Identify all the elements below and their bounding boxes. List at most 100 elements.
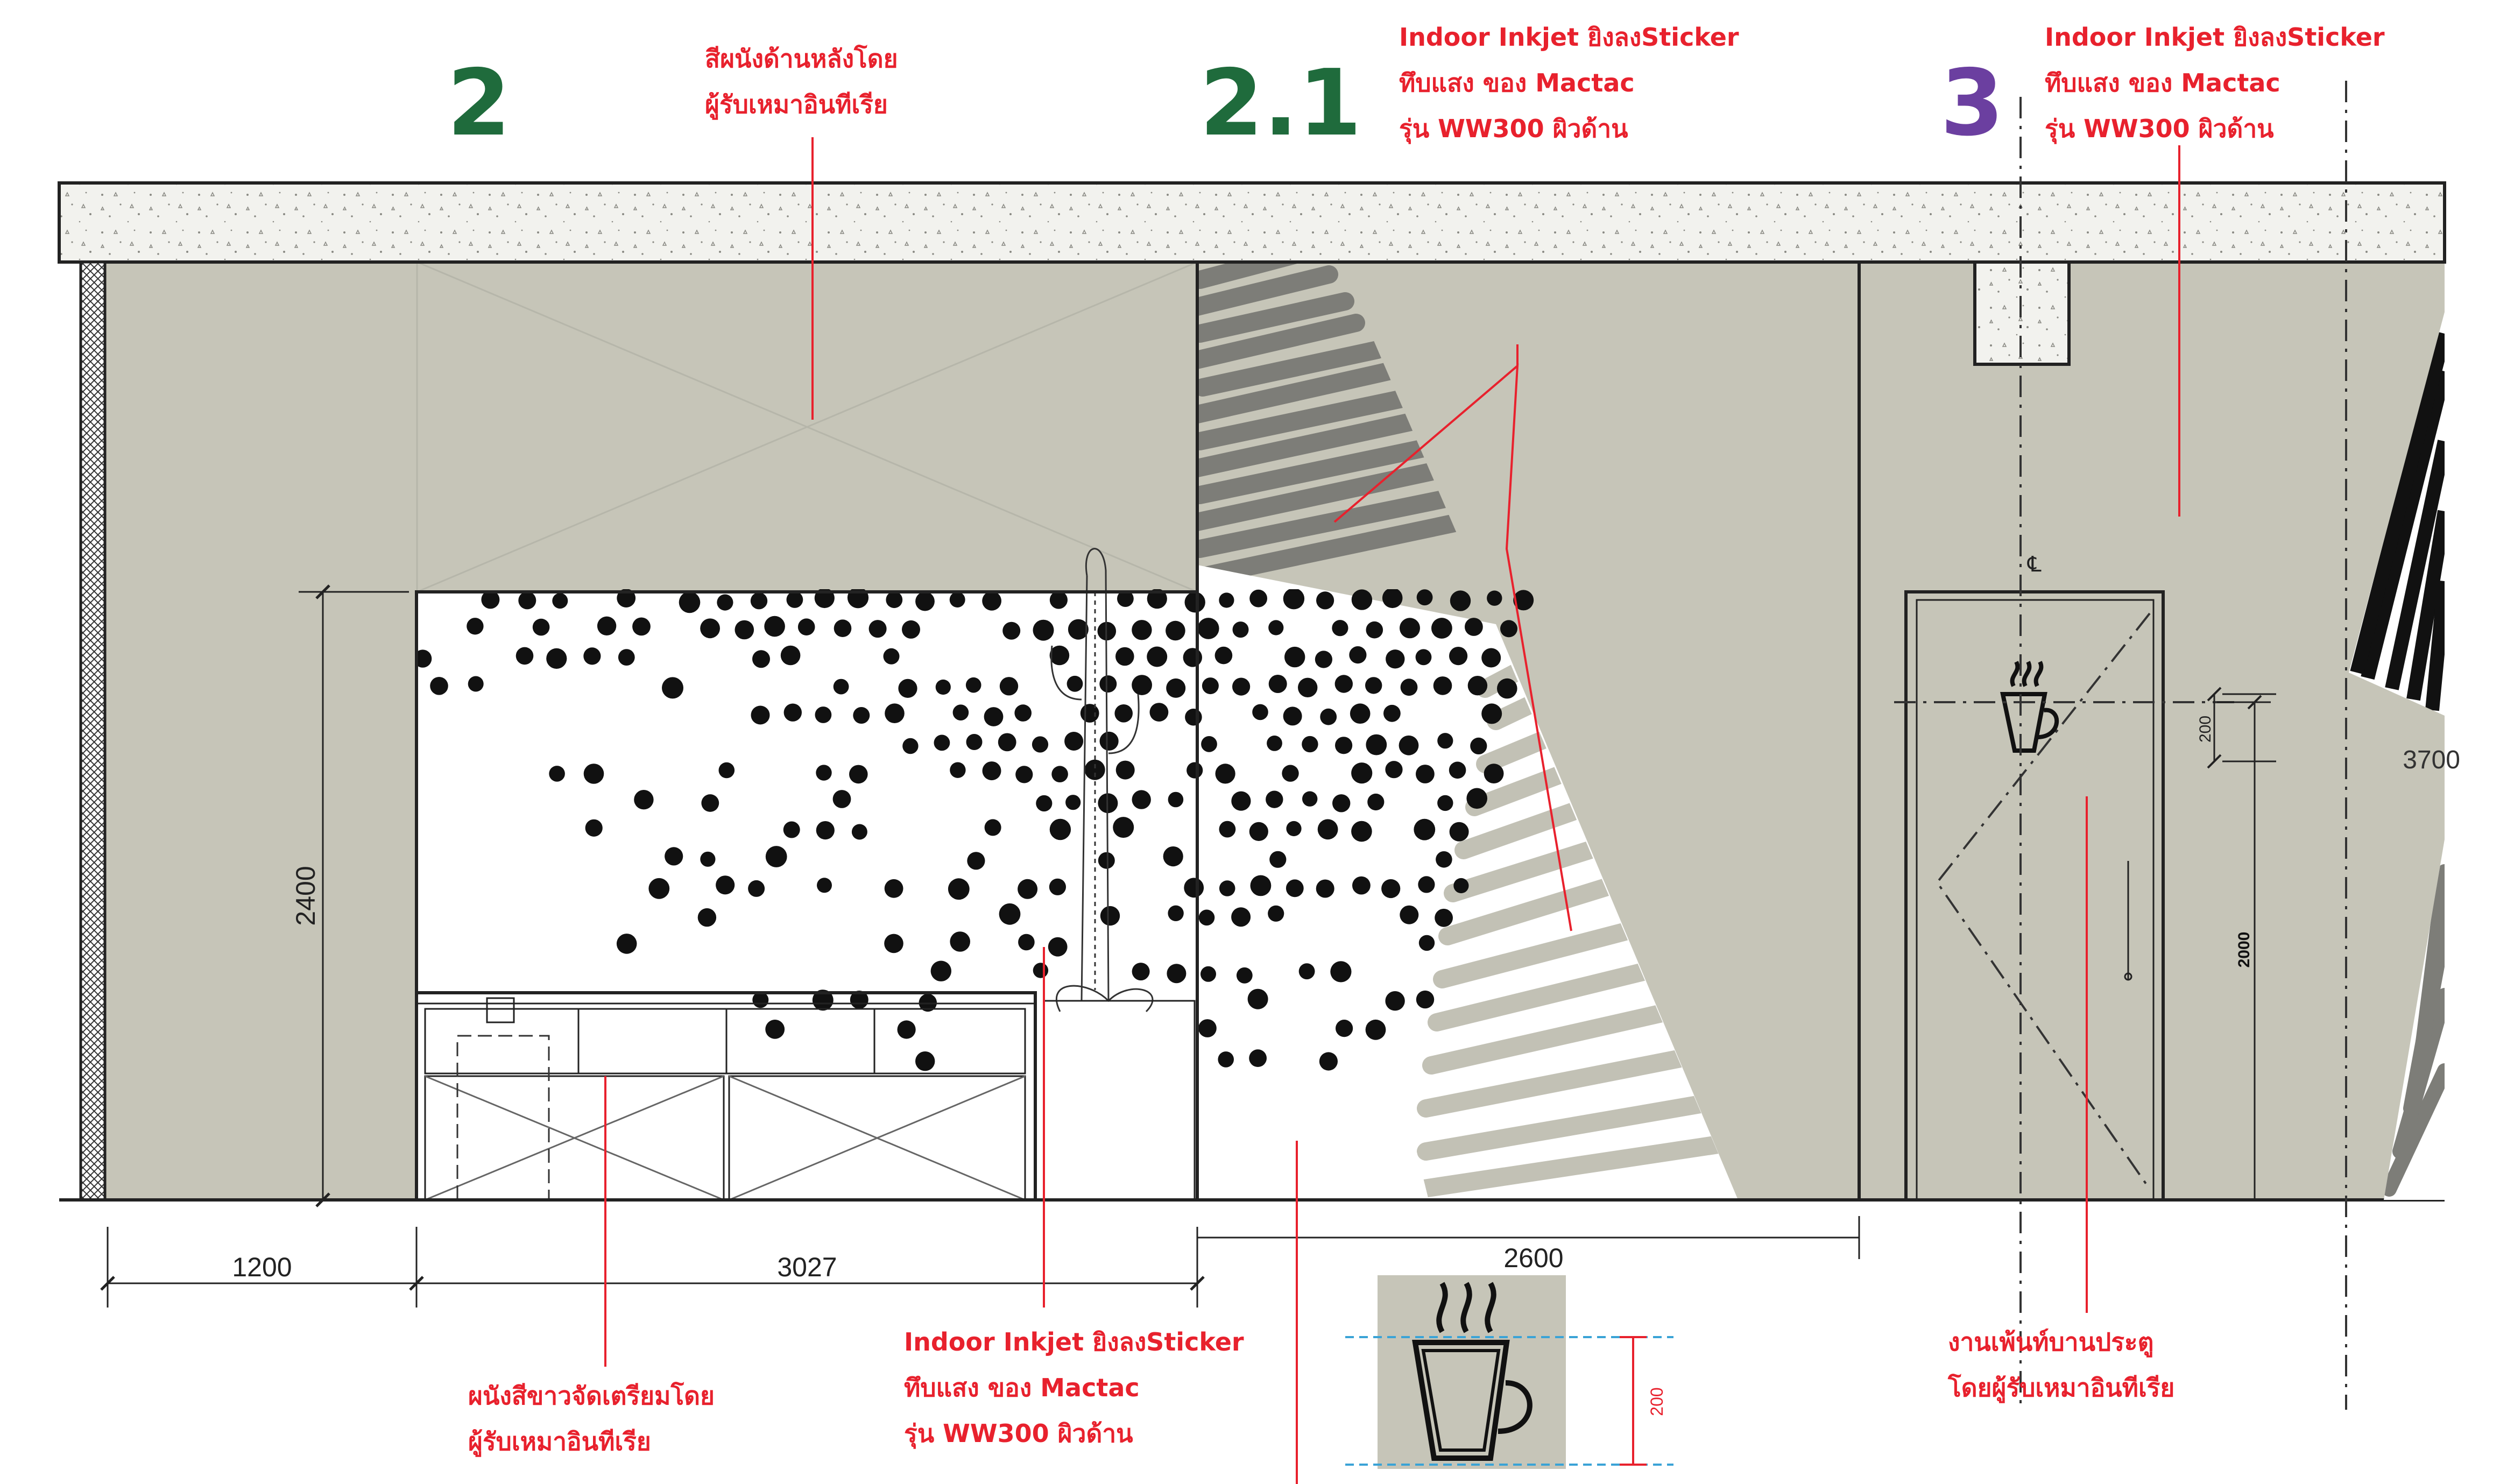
dim-3700: 3700: [2403, 746, 2460, 774]
pattern-dot: [1168, 792, 1184, 808]
note-back-wall-line2: ผู้รับเหมาอินทีเรีย: [705, 90, 888, 120]
pattern-dot: [786, 591, 803, 608]
pattern-dot: [815, 706, 832, 723]
pattern-dot: [1418, 935, 1435, 951]
pattern-dot: [648, 878, 670, 899]
note-sticker-top-mid-line1: Indoor Inkjet ยิงลงSticker: [1399, 23, 1739, 52]
pattern-dot: [1286, 879, 1304, 898]
pattern-dot: [897, 1020, 916, 1039]
pattern-dot: [1436, 851, 1452, 868]
pattern-dot: [765, 846, 787, 867]
pattern-dot: [1400, 679, 1418, 696]
pattern-dot: [1231, 907, 1251, 927]
pattern-dot: [1200, 966, 1216, 982]
pattern-dot: [1381, 879, 1401, 899]
ghost-cross-upper: [416, 261, 1198, 593]
pattern-dot: [1386, 649, 1405, 669]
pattern-dot: [765, 1020, 785, 1039]
note-back-wall-line1: สีผนังด้านหลังโดย: [705, 44, 898, 73]
pattern-dot: [1450, 590, 1471, 611]
pattern-dot: [1183, 648, 1202, 667]
pattern-dot: [1449, 647, 1468, 666]
pattern-dot: [1147, 589, 1167, 609]
pattern-dot: [1330, 961, 1352, 983]
section-label-2: 2: [447, 50, 511, 157]
pattern-dot: [1219, 821, 1236, 838]
dim-1200: 1200: [232, 1252, 292, 1282]
right-wall-strokes-lower: [2384, 864, 2445, 1197]
pattern-dot: [752, 650, 770, 668]
center-lines: [1894, 81, 2347, 1410]
pattern-dot: [735, 620, 754, 640]
pattern-dot: [1068, 619, 1089, 640]
pattern-dot: [884, 879, 903, 898]
pattern-dot: [1435, 908, 1453, 927]
pattern-dot: [1115, 647, 1134, 666]
pattern-dot: [468, 676, 484, 692]
pattern-dot: [549, 766, 565, 782]
pattern-dot: [1033, 619, 1054, 641]
pattern-dot: [1399, 735, 1419, 755]
pattern-dot: [467, 618, 484, 635]
pattern-dot: [984, 707, 1004, 726]
pattern-dot: [780, 645, 801, 666]
pattern-dot: [965, 677, 981, 693]
pattern-dot: [1187, 762, 1203, 779]
note-sticker-top-mid-line2: ทึบแสง ของ Mactac: [1399, 68, 1635, 97]
pattern-dot: [814, 589, 835, 609]
pattern-dot: [999, 677, 1019, 696]
pattern-dot: [1250, 875, 1272, 896]
pattern-dot: [949, 592, 965, 607]
pattern-dot: [1453, 878, 1469, 894]
pattern-dot: [1268, 675, 1287, 693]
pattern-dot: [700, 851, 716, 867]
pattern-dot: [982, 591, 1001, 611]
pattern-dot: [1099, 731, 1119, 751]
pattern-dot: [1166, 678, 1186, 698]
pattern-dot: [1302, 791, 1318, 807]
pattern-dot: [1247, 988, 1268, 1009]
pattern-dot: [1383, 704, 1401, 722]
pattern-dot: [1132, 963, 1150, 981]
pattern-dot: [950, 931, 970, 952]
pattern-dot: [1197, 618, 1219, 639]
pattern-dot: [1014, 704, 1032, 722]
pattern-dot: [1184, 592, 1205, 613]
note-sticker-bottom-line1: Indoor Inkjet ยิงลงSticker: [904, 1327, 1244, 1356]
pattern-dot: [1051, 766, 1068, 782]
pattern-dot: [1033, 963, 1049, 978]
pattern-dot: [416, 649, 432, 668]
pattern-dot: [898, 679, 917, 698]
pattern-dot: [1049, 591, 1068, 609]
pattern-dot: [1232, 621, 1249, 638]
pattern-dot: [783, 821, 800, 838]
pattern-dot: [849, 765, 868, 784]
wall-panel-right: [1859, 262, 2445, 1200]
pattern-dot: [1132, 675, 1153, 695]
pattern-dot: [1099, 675, 1117, 693]
pattern-dot: [1049, 878, 1066, 895]
pattern-dot: [948, 878, 970, 900]
pattern-dot: [834, 619, 852, 637]
pattern-dot: [1437, 733, 1453, 749]
pattern-dot: [1048, 937, 1068, 957]
pattern-dot: [915, 1051, 935, 1071]
pattern-dot: [1266, 790, 1283, 808]
pattern-dot: [1350, 703, 1371, 724]
pattern-dot: [750, 592, 768, 610]
dim-3027: 3027: [777, 1252, 837, 1282]
pattern-dot: [546, 648, 567, 669]
pattern-dot: [1449, 822, 1469, 842]
pattern-dot: [1198, 1019, 1217, 1037]
pattern-dot: [1437, 795, 1453, 811]
pattern-dot: [1218, 1051, 1234, 1068]
pattern-dot: [1416, 765, 1435, 783]
note-door-paint-line2: โดยผู้รับเหมาอินทีเรีย: [1947, 1373, 2174, 1403]
pattern-dot: [1147, 646, 1168, 667]
pattern-dot: [616, 934, 637, 954]
pattern-dot: [1317, 819, 1338, 840]
pattern-dot: [1320, 708, 1337, 725]
note-sticker-bottom-line2: ทึบแสง ของ Mactac: [904, 1373, 1140, 1402]
pattern-dot: [1351, 821, 1372, 842]
pattern-dot: [585, 819, 603, 837]
